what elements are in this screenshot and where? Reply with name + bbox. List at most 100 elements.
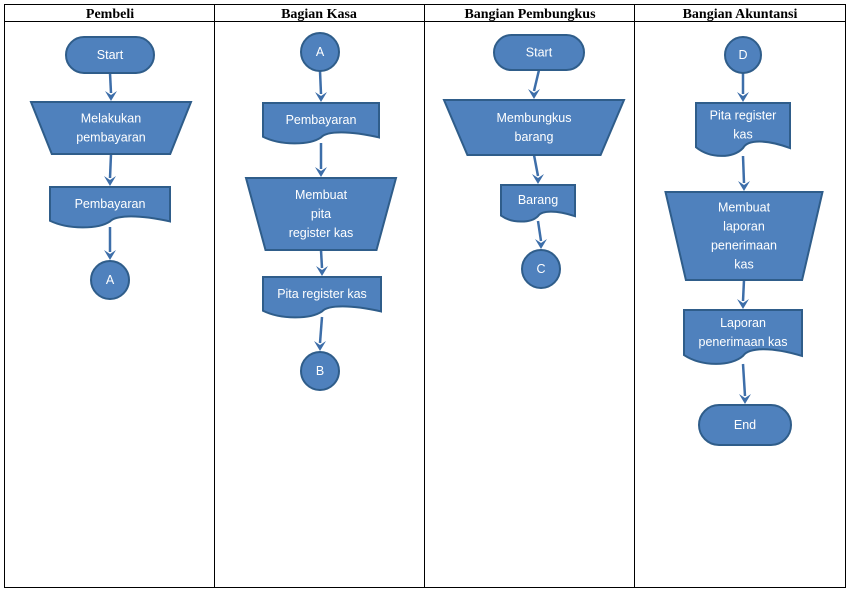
pita-register-kas-document: Pita register kas [695, 102, 791, 157]
node-label: Pita register kas [277, 287, 367, 301]
flow-arrow [738, 155, 750, 191]
flow-arrow [739, 363, 751, 404]
arrowhead-icon [535, 239, 547, 249]
arrowhead-icon [739, 394, 751, 404]
pembayaran-document: Pembayaran [49, 186, 171, 229]
node-label: kas [733, 128, 752, 142]
flow-arrow [316, 249, 328, 276]
arrowhead-icon [105, 91, 117, 101]
arrowhead-icon [315, 92, 327, 102]
start-terminator: Start [493, 34, 585, 71]
node-label: Pembayaran [286, 113, 357, 127]
node-label: register kas [289, 226, 354, 240]
arrowhead-icon [528, 89, 540, 99]
connector-shape [300, 351, 340, 391]
document-shape [262, 276, 382, 319]
arrowhead-icon [532, 174, 544, 184]
node-label: laporan [723, 220, 765, 234]
arrow-line [108, 153, 113, 179]
connector-shape [90, 260, 130, 300]
node-label: Start [97, 48, 124, 62]
node-label: Laporan [720, 316, 766, 330]
node-label: Start [526, 46, 553, 60]
connector-a-in: A [300, 32, 340, 72]
start-terminator: Start [65, 36, 155, 74]
node-label: C [536, 262, 545, 276]
end-terminator: End [698, 404, 792, 446]
manual-operation-shape [664, 191, 824, 281]
node-label: Membuat [295, 188, 348, 202]
node-label: Pembayaran [75, 197, 146, 211]
arrow-line [319, 249, 324, 269]
pita-register-kas-document: Pita register kas [262, 276, 382, 319]
connector-d: D [724, 36, 762, 74]
connector-shape [724, 36, 762, 74]
flow-arrow [105, 72, 117, 101]
membuat-pita-register-step: Membuat pita register kas [244, 177, 398, 251]
flow-arrow [737, 279, 749, 309]
node-label: Membungkus [496, 111, 571, 125]
node-label: kas [734, 258, 753, 272]
document-shape [262, 102, 380, 145]
arrow-line [108, 72, 113, 94]
lane-title-pembeli: Pembeli [86, 7, 134, 22]
flow-arrow [535, 220, 547, 249]
flow-arrow [528, 69, 541, 99]
arrow-line [532, 154, 540, 177]
arrow-line [536, 220, 543, 242]
membungkus-barang-step: Membungkus barang [442, 99, 626, 156]
melakukan-pembayaran-step: Melakukan pembayaran [29, 101, 193, 155]
arrowhead-icon [315, 167, 327, 177]
arrow-line [318, 316, 324, 344]
lane-title-pembungkus: Bangian Pembungkus [464, 7, 596, 22]
flow-arrow [104, 227, 116, 260]
document-shape [500, 184, 576, 223]
lane-title-bagian-kasa: Bagian Kasa [281, 7, 357, 22]
node-label: B [316, 364, 324, 378]
connector-shape [521, 249, 561, 289]
node-label: pita [311, 207, 331, 221]
node-label: Melakukan [81, 112, 141, 126]
document-shape [49, 186, 171, 229]
connector-c: C [521, 249, 561, 289]
connector-shape [300, 32, 340, 72]
flow-arrow [737, 73, 749, 102]
document-shape [683, 309, 803, 365]
terminator-shape [493, 34, 585, 71]
node-label: End [734, 418, 756, 432]
nodes-layer: StartMelakukanpembayaranPembayaranAAPemb… [29, 32, 824, 446]
node-label: Pita register [710, 109, 777, 123]
arrowhead-icon [316, 266, 328, 276]
arrowhead-icon [314, 341, 326, 351]
arrowhead-icon [737, 299, 749, 309]
node-label: D [738, 48, 747, 62]
arrowhead-icon [104, 176, 116, 186]
edges-layer [104, 69, 751, 404]
node-label: penerimaan [711, 239, 777, 253]
connector-a-out: A [90, 260, 130, 300]
node-label: pembayaran [76, 131, 146, 145]
arrow-line [532, 69, 541, 92]
node-label: barang [515, 130, 554, 144]
arrowhead-icon [104, 250, 116, 260]
node-label: Barang [518, 193, 558, 207]
pembayaran-document: Pembayaran [262, 102, 380, 145]
arrowhead-icon [737, 92, 749, 102]
arrow-line [741, 279, 746, 302]
flow-arrow [315, 70, 327, 102]
flow-arrow [104, 153, 116, 186]
lane-title-akuntansi: Bangian Akuntansi [683, 7, 798, 22]
manual-operation-shape [29, 101, 193, 155]
arrow-line [741, 363, 747, 397]
arrow-line [318, 70, 323, 95]
document-shape [695, 102, 791, 157]
manual-operation-shape [244, 177, 398, 251]
barang-document: Barang [500, 184, 576, 223]
arrowhead-icon [738, 181, 750, 191]
flow-arrow [315, 143, 327, 177]
arrow-line [741, 155, 746, 184]
flow-arrow [314, 316, 326, 351]
flow-arrow [532, 154, 544, 184]
